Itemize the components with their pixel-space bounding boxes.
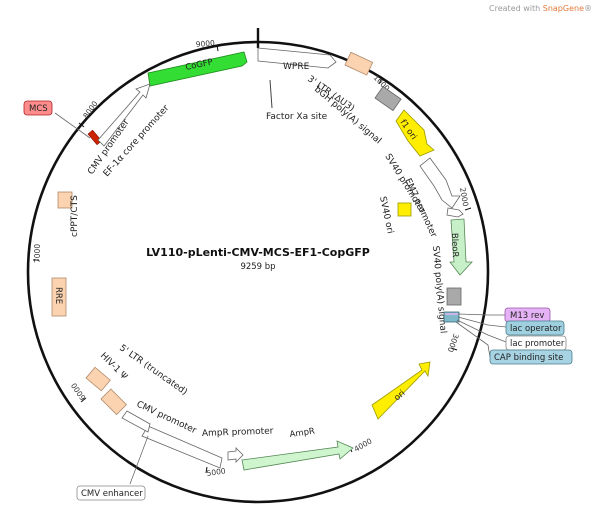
lac-promoter-label: lac promoter [510,339,565,349]
factor-xa-line [269,79,273,109]
cppt-feature[interactable] [57,191,73,209]
rre-feature[interactable] [51,277,67,317]
plasmid-size: 9259 bp [240,262,275,272]
plasmid-name: LV110-pLenti-CMV-MCS-EF1-CopGFP [146,246,370,259]
tick-6000: 6000 [69,381,87,402]
cmv-enhancer-callout [129,435,149,485]
wpre-feature[interactable] [257,47,337,69]
sv40-ori-label: SV40 ori [377,196,395,235]
mcs-label: MCS [29,104,48,114]
ampr-label: AmpR [289,427,316,440]
tick-3000: 3000 [446,332,461,353]
ampr-promoter-label: AmpR promoter [202,426,274,439]
snapgene-watermark: Created with SnapGene® [489,4,592,13]
cppt-label: cPPT/CTS [70,195,80,237]
m13rev-label: M13 rev [510,311,544,321]
sv40-ori-feature[interactable] [397,202,412,217]
lac-operator-tag[interactable] [505,320,565,336]
wpre-label: WPRE [283,62,310,72]
ltr3-feature[interactable] [344,51,374,76]
f1ori-feature[interactable] [395,109,435,157]
bgh-feature[interactable] [374,85,402,112]
cmv-promoter-bottom-feature[interactable] [121,410,151,433]
ampr-feature[interactable] [241,440,354,471]
factor-xa-label: Factor Xa site [266,112,328,122]
cap-tag[interactable] [489,349,573,365]
ltr5-feature[interactable] [100,388,128,416]
tick-9000: 9000 [195,38,215,49]
bleor-label: BleoR [449,233,460,258]
lac-operator-label: lac operator [510,324,562,334]
cmv-enhancer-label: CMV enhancer [81,489,143,499]
mcs-callout [54,112,91,139]
hiv1-psi-feature[interactable] [85,366,111,392]
cmv-promoter-top-feature[interactable] [97,83,151,147]
mcs-tag[interactable] [23,100,53,116]
sv40-promoter-feature[interactable] [419,157,461,209]
rre-label: RRE [53,287,63,304]
em7-feature[interactable] [446,207,464,218]
ori-feature[interactable] [371,361,431,420]
tick-7000: 7000 [33,244,42,263]
tick-4000: 4000 [353,436,374,453]
ltr5-label: 5' LTR (truncated) [117,343,189,397]
cmv-enhancer-tag[interactable] [76,485,146,501]
cmv-promoter-bottom-label: CMV promoter [135,400,198,437]
tick-2000: 2000 [458,187,470,208]
tick-8000: 8000 [81,99,99,120]
tick-5000: 5000 [206,466,226,478]
cap-label: CAP binding site [494,353,563,363]
cmv-enhancer-feature[interactable] [141,425,223,469]
right-callouts [455,313,507,358]
mcs-feature[interactable] [87,129,103,146]
sv40-polya-feature[interactable] [446,287,462,306]
bleor-feature[interactable] [449,218,473,276]
ampr-promoter-feature[interactable] [227,447,244,463]
